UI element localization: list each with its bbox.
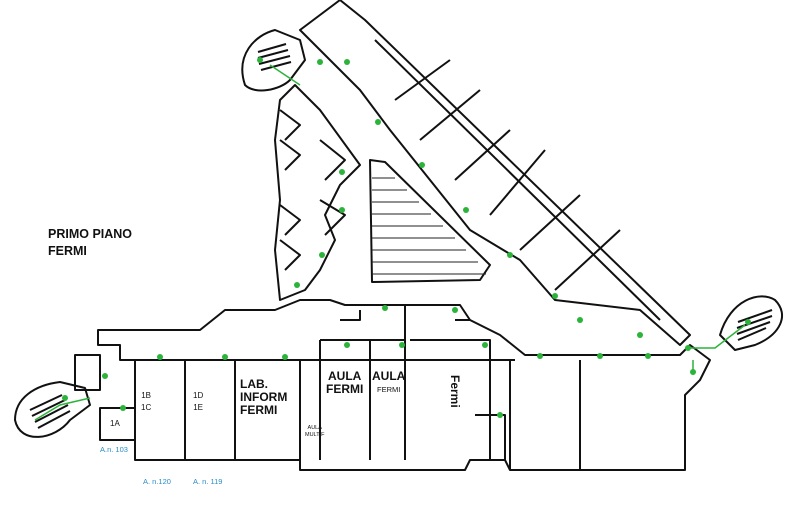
lab-label-line3: FERMI bbox=[240, 403, 278, 417]
aula-fermi-2-label: AULA FERMI bbox=[372, 370, 405, 396]
aula-fermi-2-line1: AULA bbox=[372, 369, 406, 383]
evacuation-routes bbox=[34, 64, 746, 421]
lab-inform-fermi-label: LAB. INFORM FERMI bbox=[240, 378, 287, 417]
annex-103-label: A.n. 103 bbox=[100, 445, 128, 454]
room-1b-1c-label: 1B 1C bbox=[141, 390, 151, 414]
atrium-stair-lines bbox=[372, 177, 486, 275]
wing-diagonal-inner bbox=[374, 39, 661, 321]
aula-fermi-1-line2: FERMI bbox=[326, 382, 364, 396]
wing-diagonal-outer bbox=[299, 0, 691, 346]
stair-tower-southeast bbox=[719, 295, 784, 351]
lab-label-line1: LAB. bbox=[240, 377, 268, 391]
annex-119-label: A. n. 119 bbox=[193, 477, 223, 486]
floor-title-line2: FERMI bbox=[48, 244, 87, 258]
room-1d-label: 1D bbox=[193, 391, 204, 400]
room-1b-label: 1B bbox=[141, 391, 152, 400]
stair-tower-southwest bbox=[14, 381, 91, 438]
lab-label-line2: INFORM bbox=[240, 390, 288, 404]
room-1d-1e-label: 1D 1E bbox=[193, 390, 203, 414]
atrium-stairwell bbox=[369, 159, 491, 283]
exit-markers bbox=[62, 57, 751, 418]
aula-fermi-2-line2: FERMI bbox=[376, 385, 401, 394]
fermi-vertical-label: Fermi bbox=[448, 375, 462, 408]
aula-multif-line1: AULA bbox=[307, 425, 322, 431]
room-1a-label: 1A bbox=[110, 419, 120, 428]
wing-west bbox=[274, 84, 361, 301]
floor-title-line1: PRIMO PIANO bbox=[48, 227, 133, 241]
aula-fermi-1-label: AULA FERMI bbox=[326, 370, 363, 396]
floor-title: PRIMO PIANO FERMI bbox=[48, 226, 132, 260]
aula-fermi-1-line1: AULA bbox=[328, 369, 362, 383]
aula-multif-line2: MULTIF bbox=[305, 432, 325, 438]
annex-120-label: A. n.120 bbox=[143, 477, 171, 486]
stair-tower-north bbox=[241, 29, 306, 92]
aula-multif-label: AULA MULTIF bbox=[305, 425, 324, 439]
room-1e-label: 1E bbox=[193, 403, 204, 412]
room-1c-label: 1C bbox=[141, 403, 152, 412]
